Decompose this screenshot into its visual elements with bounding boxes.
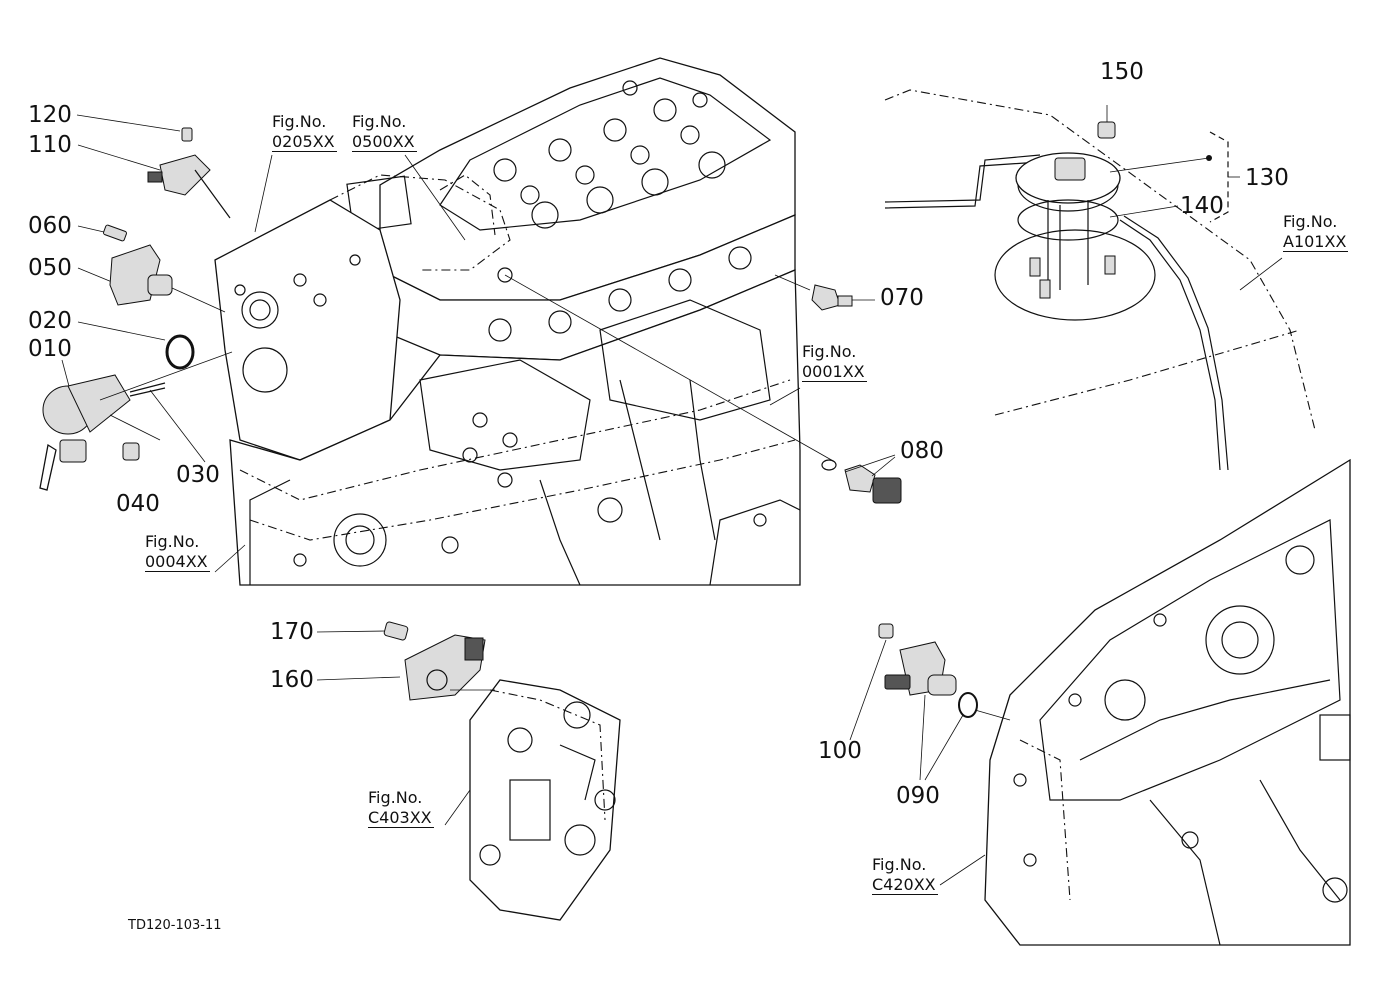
callout-120: 120 bbox=[28, 102, 72, 128]
figure-ref-code: 0500XX bbox=[352, 131, 417, 153]
callout-130: 130 bbox=[1245, 165, 1289, 191]
figure-ref-0500xx: Fig.No. 0500XX bbox=[352, 112, 417, 153]
callout-050: 050 bbox=[28, 255, 72, 281]
callout-040: 040 bbox=[116, 491, 160, 517]
figure-ref-code: A101XX bbox=[1283, 231, 1349, 253]
figure-ref-label: Fig.No. bbox=[145, 532, 200, 551]
figure-ref-label: Fig.No. bbox=[802, 342, 857, 361]
figure-ref-label: Fig.No. bbox=[872, 855, 927, 874]
callout-100: 100 bbox=[818, 738, 862, 764]
part-030-stud bbox=[149, 389, 206, 463]
callout-010: 010 bbox=[28, 336, 72, 362]
figure-ref-a101xx: Fig.No. A101XX bbox=[1283, 212, 1349, 253]
figure-ref-0205xx: Fig.No. 0205XX bbox=[272, 112, 337, 153]
part-020-oring bbox=[77, 321, 195, 370]
part-070-sensor bbox=[774, 274, 875, 311]
figure-ref-code: 0004XX bbox=[145, 551, 210, 573]
transmission-case-drawing bbox=[939, 458, 1351, 946]
engine-block-drawing bbox=[214, 57, 801, 586]
callout-080: 080 bbox=[900, 438, 944, 464]
callout-060: 060 bbox=[28, 213, 72, 239]
callout-110: 110 bbox=[28, 132, 72, 158]
callout-150: 150 bbox=[1100, 59, 1144, 85]
part-160-sensor bbox=[316, 634, 495, 701]
figure-ref-label: Fig.No. bbox=[352, 112, 407, 131]
part-100-bolt bbox=[849, 623, 894, 741]
callout-090: 090 bbox=[896, 783, 940, 809]
part-120-bolt bbox=[76, 114, 193, 142]
figure-ref-code: 0001XX bbox=[802, 361, 867, 383]
callout-160: 160 bbox=[270, 667, 314, 693]
fuel-tank-drawing bbox=[884, 89, 1316, 471]
valve-block-drawing bbox=[444, 679, 621, 921]
part-050-sensor bbox=[77, 244, 226, 313]
engine-leader-lines bbox=[214, 154, 836, 573]
callout-170: 170 bbox=[270, 619, 314, 645]
document-id: TD120-103-11 bbox=[128, 918, 222, 933]
figure-ref-0004xx: Fig.No. 0004XX bbox=[145, 532, 210, 573]
callout-140: 140 bbox=[1180, 193, 1224, 219]
part-110-bracket bbox=[77, 144, 231, 219]
figure-ref-label: Fig.No. bbox=[1283, 212, 1338, 231]
callout-020: 020 bbox=[28, 308, 72, 334]
callout-030: 030 bbox=[176, 462, 220, 488]
figure-ref-code: 0205XX bbox=[272, 131, 337, 153]
part-080-sensor bbox=[821, 454, 902, 504]
part-170-bolt bbox=[316, 621, 409, 641]
part-040-nut bbox=[109, 414, 161, 461]
figure-ref-c403xx: Fig.No. C403XX bbox=[368, 788, 434, 829]
figure-ref-label: Fig.No. bbox=[368, 788, 423, 807]
part-060-bolt bbox=[77, 224, 127, 242]
part-090-sensor bbox=[884, 641, 1011, 781]
figure-ref-label: Fig.No. bbox=[272, 112, 327, 131]
figure-ref-code: C420XX bbox=[872, 874, 938, 896]
callout-070: 070 bbox=[880, 285, 924, 311]
figure-ref-code: C403XX bbox=[368, 807, 434, 829]
part-010-solenoid bbox=[39, 351, 233, 491]
figure-ref-0001xx: Fig.No. 0001XX bbox=[802, 342, 867, 383]
figure-ref-c420xx: Fig.No. C420XX bbox=[872, 855, 938, 896]
